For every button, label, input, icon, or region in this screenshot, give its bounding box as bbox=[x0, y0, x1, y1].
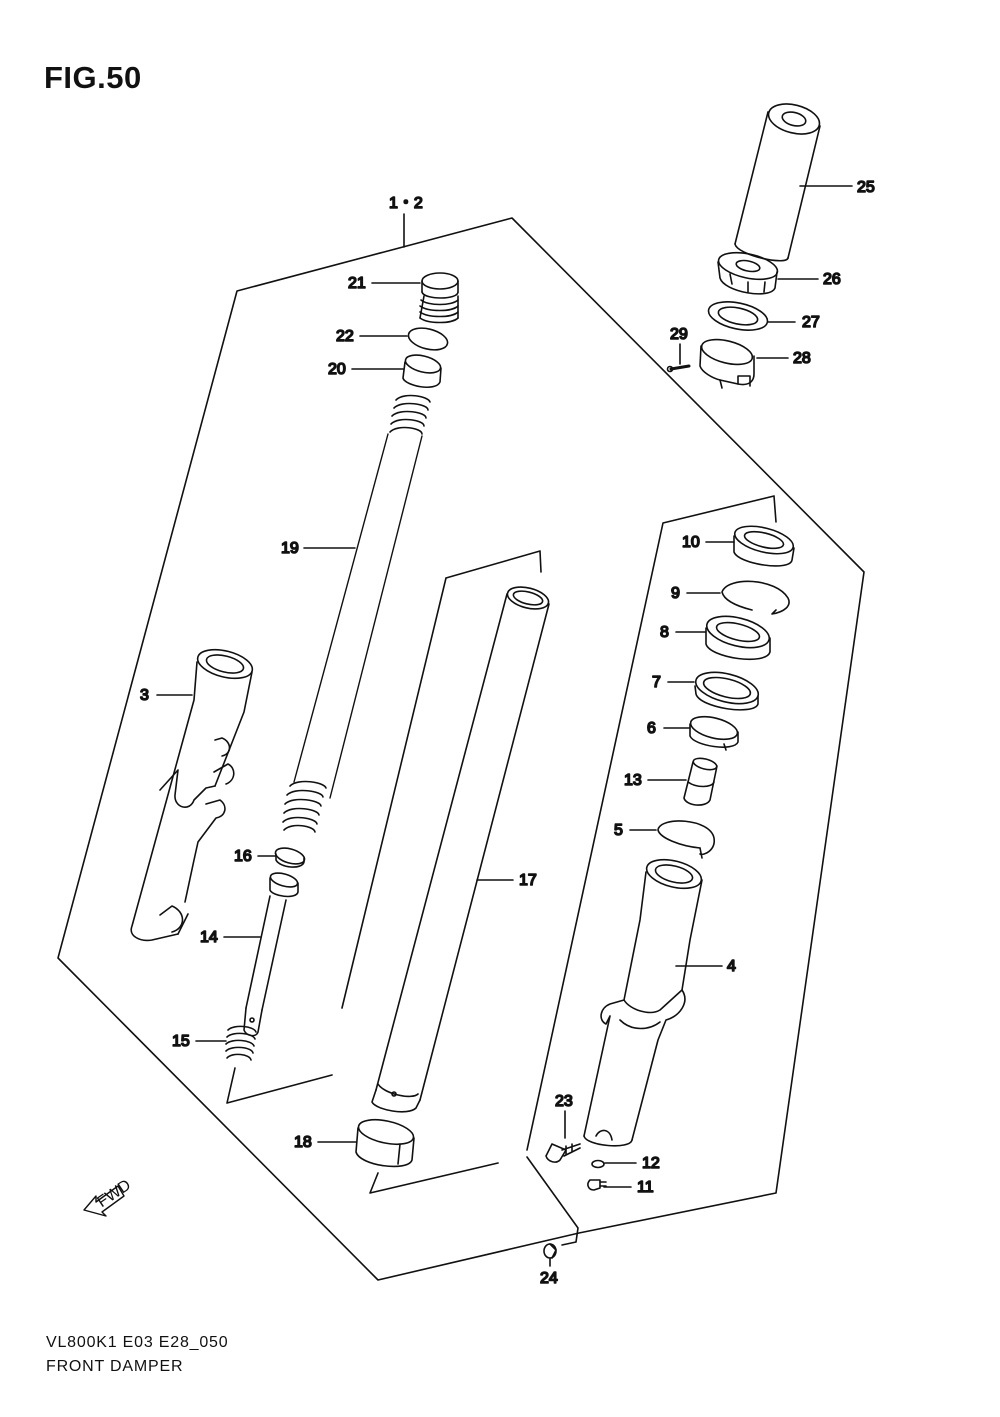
part-22-o-ring bbox=[407, 327, 449, 351]
part-6-guide-bushing bbox=[689, 715, 739, 751]
part-29-bolt bbox=[666, 364, 691, 373]
callout-28: 28 bbox=[793, 350, 811, 367]
callout-10: 10 bbox=[682, 534, 700, 551]
part-13-oil-lock-piece bbox=[683, 757, 718, 806]
part-14-damper-rod bbox=[243, 872, 299, 1037]
callout-17: 17 bbox=[519, 872, 537, 889]
assembly-outline bbox=[57, 217, 865, 1281]
callout-11: 11 bbox=[637, 1179, 654, 1196]
part-27-washer bbox=[707, 301, 769, 331]
callout-21: 21 bbox=[348, 275, 366, 292]
callout-20: 20 bbox=[328, 361, 346, 378]
right-group-outline bbox=[526, 495, 777, 1246]
callout-13: 13 bbox=[624, 772, 642, 789]
callout-8: 8 bbox=[660, 624, 669, 641]
callout-6: 6 bbox=[647, 720, 656, 737]
part-11-drain-screw bbox=[587, 1179, 607, 1191]
figure-title: FIG.50 bbox=[44, 60, 142, 95]
callout-26: 26 bbox=[823, 271, 841, 288]
callout-7: 7 bbox=[652, 674, 661, 691]
part-21-cap-bolt bbox=[419, 272, 459, 324]
middle-group-outline bbox=[341, 550, 542, 1194]
callout-5: 5 bbox=[614, 822, 623, 839]
callout-14: 14 bbox=[200, 929, 218, 946]
part-4-outer-tube-right bbox=[583, 858, 703, 1147]
part-10-dust-seal bbox=[733, 525, 795, 567]
callout-18: 18 bbox=[294, 1134, 312, 1151]
part-3-outer-tube-left bbox=[130, 648, 254, 942]
callout-29: 29 bbox=[670, 326, 688, 343]
callout-25: 25 bbox=[857, 179, 875, 196]
part-8-oil-seal bbox=[705, 615, 771, 661]
left-group-outline bbox=[226, 1067, 333, 1104]
callout-24: 24 bbox=[540, 1270, 558, 1287]
part-5-snap-ring bbox=[657, 820, 715, 859]
callout-23: 23 bbox=[555, 1093, 573, 1110]
figure-name: FRONT DAMPER bbox=[46, 1358, 184, 1375]
callout-19: 19 bbox=[281, 540, 299, 557]
part-25-rubber-tube bbox=[734, 103, 821, 262]
callout-15: 15 bbox=[172, 1033, 190, 1050]
callout-27: 27 bbox=[802, 314, 820, 331]
part-15-small-spring bbox=[225, 1025, 257, 1061]
part-18-bushing bbox=[355, 1118, 415, 1168]
callout-12: 12 bbox=[642, 1155, 660, 1172]
part-23-bolt bbox=[545, 1143, 581, 1163]
callout-16: 16 bbox=[234, 848, 252, 865]
part-28-clamp bbox=[699, 338, 755, 389]
fwd-label: FWD bbox=[94, 1177, 134, 1211]
fwd-arrow-icon: FWD bbox=[83, 1177, 134, 1217]
part-24-cap bbox=[543, 1243, 557, 1259]
part-17-inner-tube bbox=[371, 586, 550, 1113]
callout-22: 22 bbox=[336, 328, 354, 345]
callout-1-2: 1・2 bbox=[389, 195, 423, 212]
part-19-spring bbox=[282, 394, 431, 833]
part-12-washer bbox=[591, 1159, 605, 1169]
part-26-nut bbox=[717, 251, 779, 295]
part-16-ring bbox=[274, 847, 306, 868]
callout-3: 3 bbox=[140, 687, 149, 704]
part-7-washer bbox=[694, 671, 760, 711]
callout-9: 9 bbox=[671, 585, 680, 602]
part-9-snap-ring bbox=[721, 580, 790, 615]
figure-code: VL800K1 E03 E28_050 bbox=[46, 1334, 229, 1351]
part-20-spacer bbox=[402, 354, 442, 389]
callout-4: 4 bbox=[727, 958, 736, 975]
